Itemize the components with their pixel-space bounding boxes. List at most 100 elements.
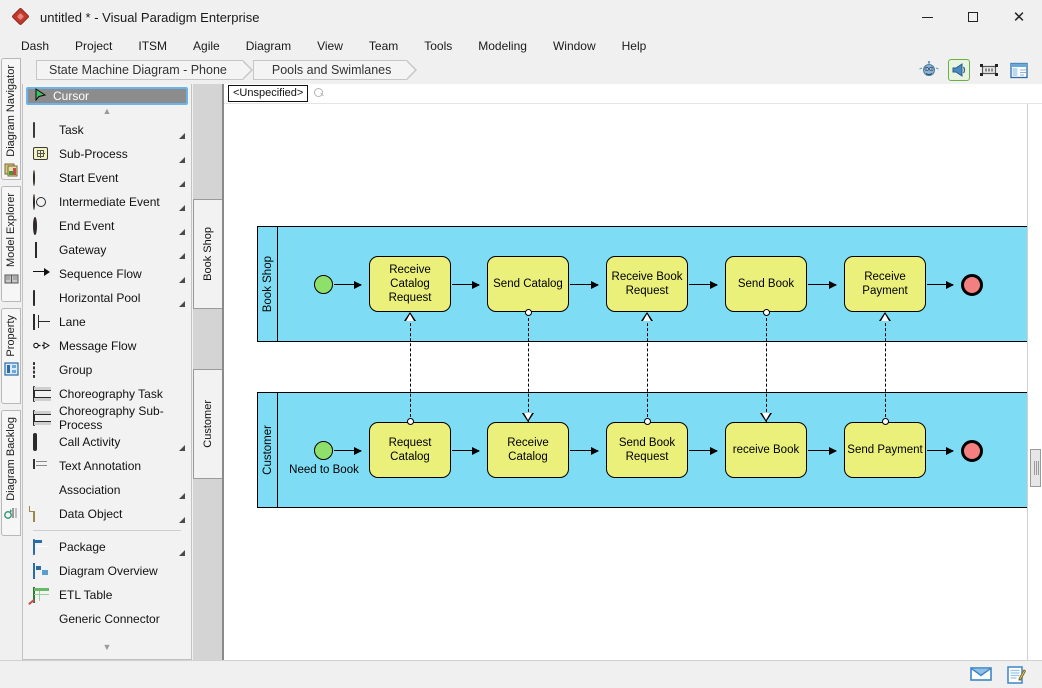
message-flow-5-line[interactable] <box>885 313 886 422</box>
sidebar-tab-model-explorer[interactable]: Model Explorer <box>1 186 21 302</box>
menu-window[interactable]: Window <box>552 39 596 53</box>
note-edit-icon[interactable] <box>1006 665 1028 684</box>
lane-tab-book-shop[interactable]: Book Shop <box>193 199 222 309</box>
palette-item-message-flow[interactable]: Message Flow <box>23 334 191 358</box>
palette-item-data-object[interactable]: Data Object <box>23 502 191 526</box>
lane-icon <box>33 313 50 330</box>
palette-item-lane[interactable]: Lane <box>23 310 191 334</box>
palette-item-cursor[interactable]: Cursor <box>26 87 188 105</box>
fit-resize-icon[interactable] <box>978 59 1000 81</box>
message-flow-1-target-arrow <box>404 312 416 321</box>
palette-item-sequence-flow[interactable]: Sequence Flow <box>23 262 191 286</box>
sequence-flow-cu-1[interactable] <box>334 446 362 455</box>
palette-item-partial[interactable] <box>23 631 191 643</box>
end-event-book-shop[interactable] <box>961 274 983 296</box>
assistant-robot-icon[interactable] <box>918 59 940 81</box>
maximize-button[interactable] <box>950 0 996 34</box>
palette-item-sub-process[interactable]: Sub-Process <box>23 142 191 166</box>
palette-scroll-up-arrow[interactable]: ▲ <box>102 106 112 116</box>
breadcrumb-item-state-machine[interactable]: State Machine Diagram - Phone <box>36 60 253 80</box>
sequence-flow-cu-2[interactable] <box>452 446 480 455</box>
data-object-icon <box>33 505 50 522</box>
palette-scroll-down-arrow[interactable]: ▼ <box>102 642 112 652</box>
panel-layout-icon[interactable] <box>1008 59 1030 81</box>
sequence-flow-bs-4[interactable] <box>689 280 718 289</box>
palette-item-text-annotation[interactable]: Text Annotation <box>23 454 191 478</box>
palette-item-label: Association <box>59 483 121 497</box>
task-send-catalog[interactable]: Send Catalog <box>487 256 569 312</box>
task-receive-payment[interactable]: Receive Payment <box>844 256 926 312</box>
task-receive-book-request[interactable]: Receive Book Request <box>606 256 688 312</box>
sidebar-tab-diagram-backlog[interactable]: Diagram Backlog <box>1 410 21 536</box>
message-flow-2-line[interactable] <box>528 313 529 422</box>
palette-item-etl-table[interactable]: ETL Table <box>23 583 191 607</box>
palette-item-intermediate-event[interactable]: Intermediate Event <box>23 190 191 214</box>
palette-item-call-activity[interactable]: Call Activity <box>23 430 191 454</box>
menu-itsm[interactable]: ITSM <box>138 39 168 53</box>
sequence-flow-cu-3[interactable] <box>570 446 599 455</box>
menu-team[interactable]: Team <box>368 39 399 53</box>
sequence-flow-cu-5[interactable] <box>808 446 837 455</box>
palette-item-package[interactable]: Package <box>23 535 191 559</box>
breadcrumb-label: Pools and Swimlanes <box>271 63 392 77</box>
palette-item-start-event[interactable]: Start Event <box>23 166 191 190</box>
menu-help[interactable]: Help <box>621 39 647 53</box>
message-flow-1-line[interactable] <box>410 313 411 422</box>
menu-diagram[interactable]: Diagram <box>245 39 292 53</box>
sequence-flow-bs-5[interactable] <box>808 280 837 289</box>
start-event-customer[interactable] <box>314 441 333 460</box>
palette-item-end-event[interactable]: End Event <box>23 214 191 238</box>
sequence-flow-cu-6[interactable] <box>927 446 954 455</box>
task-request-catalog[interactable]: Request Catalog <box>369 422 451 478</box>
lane-tab-customer[interactable]: Customer <box>193 369 222 479</box>
unspecified-tag[interactable]: <Unspecified> <box>228 85 309 102</box>
end-event-customer[interactable] <box>961 440 983 462</box>
task-send-book[interactable]: Send Book <box>725 256 807 312</box>
palette-item-task[interactable]: Task <box>23 118 191 142</box>
pool-header-customer[interactable]: Customer <box>258 393 278 507</box>
palette-item-choreography-sub-process[interactable]: Choreography Sub-Process <box>23 404 191 432</box>
sidebar-tab-diagram-navigator[interactable]: Diagram Navigator <box>1 58 21 180</box>
task-send-payment[interactable]: Send Payment <box>844 422 926 478</box>
sidebar-tab-property[interactable]: Property <box>1 308 21 404</box>
menu-agile[interactable]: Agile <box>193 39 220 53</box>
sequence-flow-bs-3[interactable] <box>570 280 599 289</box>
scrollbar-thumb[interactable] <box>1030 449 1041 487</box>
sequence-flow-bs-6[interactable] <box>927 280 954 289</box>
task-receive-catalog[interactable]: Receive Catalog <box>487 422 569 478</box>
menu-view[interactable]: View <box>317 39 343 53</box>
text-annotation-icon <box>33 459 50 474</box>
palette-item-gateway[interactable]: Gateway <box>23 238 191 262</box>
start-event-book-shop[interactable] <box>314 275 333 294</box>
sequence-flow-cu-4[interactable] <box>689 446 718 455</box>
menu-tools[interactable]: Tools <box>424 39 453 53</box>
breadcrumb-item-pools-swimlanes[interactable]: Pools and Swimlanes <box>252 60 417 80</box>
task-receive-book[interactable]: receive Book <box>725 422 807 478</box>
close-button[interactable]: ✕ <box>1012 7 1026 26</box>
canvas-vertical-scrollbar[interactable] <box>1027 104 1042 660</box>
mail-envelope-icon[interactable] <box>970 666 992 684</box>
menu-project[interactable]: Project <box>75 39 113 53</box>
shape-palette: Cursor ▲ Task Sub-Process Start Event In… <box>22 84 192 660</box>
pool-header-book-shop[interactable]: Book Shop <box>258 227 278 341</box>
task-receive-catalog-request[interactable]: Receive Catalog Request <box>369 256 451 312</box>
bpmn-diagram[interactable]: Book Shop Receive Catalog Request Send C… <box>224 104 1042 660</box>
menu-dash[interactable]: Dash <box>21 39 50 53</box>
message-flow-3-line[interactable] <box>647 313 648 422</box>
association-icon <box>33 483 50 498</box>
minimize-button[interactable] <box>904 0 950 34</box>
palette-item-horizontal-pool[interactable]: Horizontal Pool <box>23 286 191 310</box>
announce-megaphone-icon[interactable] <box>948 59 970 81</box>
message-flow-4-line[interactable] <box>766 313 767 422</box>
start-event-label-need-to-book: Need to Book <box>289 464 359 476</box>
magnifier-icon[interactable] <box>314 88 325 99</box>
sequence-flow-bs-2[interactable] <box>452 280 480 289</box>
task-send-book-request[interactable]: Send Book Request <box>606 422 688 478</box>
palette-item-association[interactable]: Association <box>23 478 191 502</box>
sequence-flow-bs-1[interactable] <box>334 280 362 289</box>
palette-item-generic-connector[interactable]: Generic Connector <box>23 607 191 631</box>
palette-item-choreography-task[interactable]: Choreography Task <box>23 382 191 406</box>
palette-item-group[interactable]: Group <box>23 358 191 382</box>
palette-item-diagram-overview[interactable]: Diagram Overview <box>23 559 191 583</box>
menu-modeling[interactable]: Modeling <box>478 39 527 53</box>
